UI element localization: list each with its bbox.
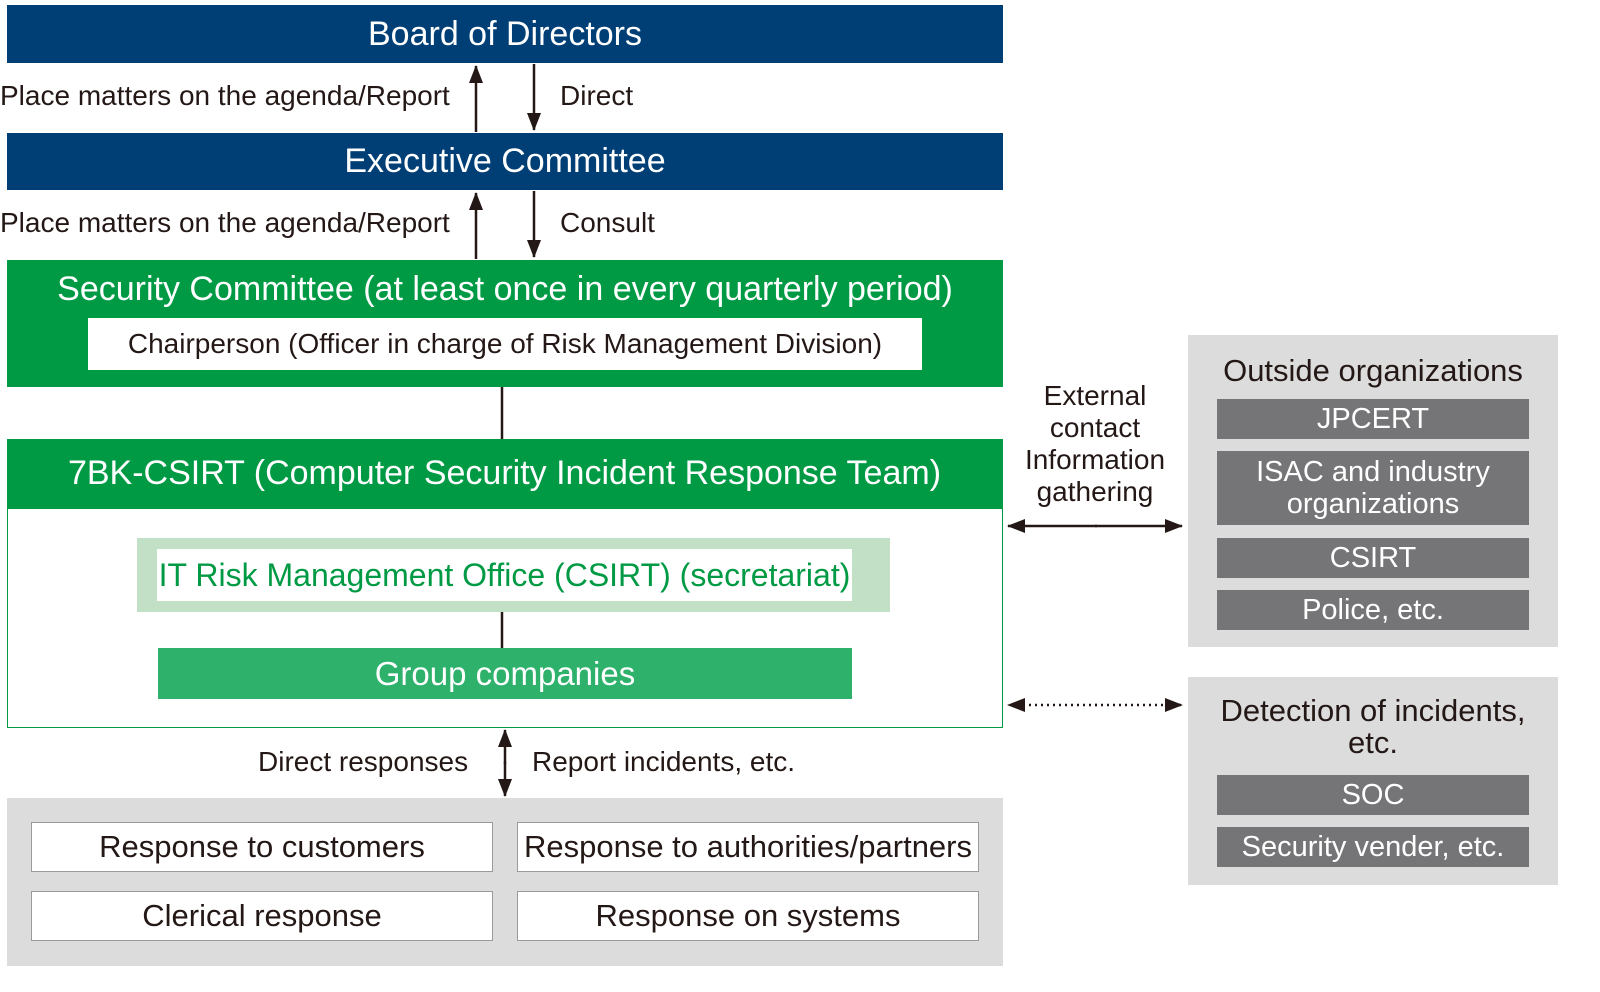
report-incidents-label: Report incidents, etc. — [532, 746, 796, 777]
group-companies: Group companies — [158, 648, 852, 699]
external-line-4: gathering — [1036, 476, 1154, 507]
detection-title: Detection of incidents, etc. — [1220, 693, 1526, 760]
security-vender-item: Security vender, etc. — [1217, 827, 1529, 867]
board-up-label: Place matters on the agenda/Report — [0, 80, 450, 111]
external-line-3: Information — [1024, 444, 1166, 475]
outside-title: Outside organizations — [1223, 353, 1523, 388]
jpcert-item: JPCERT — [1217, 399, 1529, 439]
board-down-label: Direct — [560, 80, 634, 111]
isac-item: ISAC and industry organizations — [1217, 451, 1529, 525]
response-authorities: Response to authorities/partners — [517, 822, 979, 872]
csirt-title: 7BK-CSIRT (Computer Security Incident Re… — [6, 438, 1003, 509]
exec-up-label: Place matters on the agenda/Report — [0, 207, 450, 238]
it-risk-office: IT Risk Management Office (CSIRT) (secre… — [157, 549, 852, 601]
direct-responses-label: Direct responses — [258, 746, 469, 777]
soc-item: SOC — [1217, 775, 1529, 815]
exec-down-label: Consult — [560, 207, 655, 238]
external-line-2: contact — [1049, 412, 1141, 443]
external-contact-label: External contact Information gathering — [1010, 380, 1180, 508]
csirt-item: CSIRT — [1217, 538, 1529, 578]
response-customers: Response to customers — [31, 822, 493, 872]
executive-committee: Executive Committee — [7, 133, 1003, 190]
chairperson-box: Chairperson (Officer in charge of Risk M… — [88, 318, 922, 370]
response-clerical: Clerical response — [31, 891, 493, 941]
security-committee: Security Committee (at least once in eve… — [7, 260, 1003, 387]
security-committee-title: Security Committee (at least once in eve… — [57, 270, 953, 308]
police-item: Police, etc. — [1217, 590, 1529, 630]
external-line-1: External — [1043, 380, 1147, 411]
board-of-directors: Board of Directors — [7, 5, 1003, 63]
response-systems: Response on systems — [517, 891, 979, 941]
